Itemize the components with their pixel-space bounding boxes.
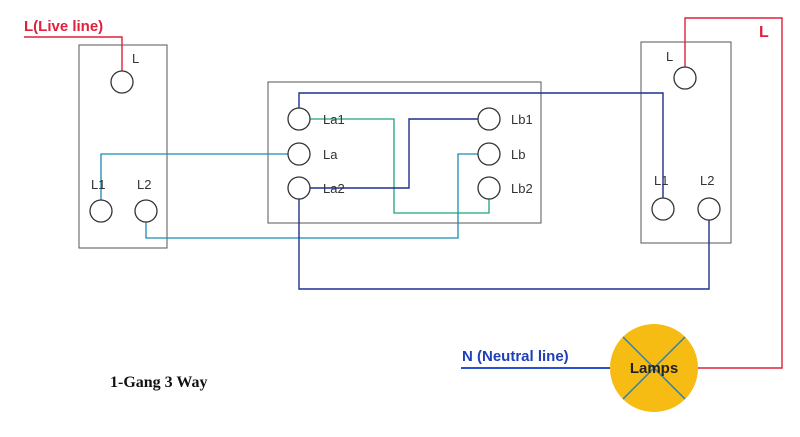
- left-label-L1: L1: [91, 177, 105, 192]
- right-label-L2: L2: [700, 173, 714, 188]
- middle-terminal-La: [287, 142, 311, 166]
- middle-terminal-Lb: [477, 142, 501, 166]
- middle-label-Lb: Lb: [511, 147, 525, 162]
- right-label-L1: L1: [654, 173, 668, 188]
- wire-l1-to-la: [100, 153, 299, 211]
- middle-terminal-Lb2: [477, 176, 501, 200]
- middle-terminal-La2: [287, 176, 311, 200]
- live-line-label: L(Live line): [24, 18, 103, 35]
- live-wire-right: [684, 17, 783, 369]
- left-label-L2: L2: [137, 177, 151, 192]
- middle-terminal-Lb1: [477, 107, 501, 131]
- left-terminal-L1: [89, 199, 113, 223]
- lamp-label: Lamps: [630, 360, 678, 377]
- left-terminal-L2: [134, 199, 158, 223]
- right-label-L: L: [666, 49, 673, 64]
- lamp-cross-line-2: [622, 336, 686, 400]
- live-wire-left: [24, 36, 123, 71]
- middle-label-Lb2: Lb2: [511, 181, 533, 196]
- neutral-line-label: N (Neutral line): [462, 348, 569, 365]
- diagram-caption: 1-Gang 3 Way: [110, 374, 208, 391]
- right-terminal-L1: [651, 197, 675, 221]
- live-line-right-label: L: [759, 24, 769, 41]
- wire-la1-to-right-l1: [298, 92, 664, 209]
- lamp: Lamps: [610, 324, 698, 412]
- left-terminal-L: [110, 70, 134, 94]
- right-terminal-L: [673, 66, 697, 90]
- middle-label-La: La: [323, 147, 338, 162]
- wire-l2-to-lb: [145, 153, 488, 239]
- middle-label-La1: La1: [323, 112, 345, 127]
- middle-label-La2: La2: [323, 181, 345, 196]
- middle-label-Lb1: Lb1: [511, 112, 533, 127]
- wire-la2-to-right-l2: [298, 188, 710, 290]
- left-label-L: L: [132, 51, 139, 66]
- wire-la2-to-lb1: [299, 118, 489, 189]
- right-terminal-L2: [697, 197, 721, 221]
- wire-la1-to-lb2: [299, 118, 490, 214]
- middle-terminal-La1: [287, 107, 311, 131]
